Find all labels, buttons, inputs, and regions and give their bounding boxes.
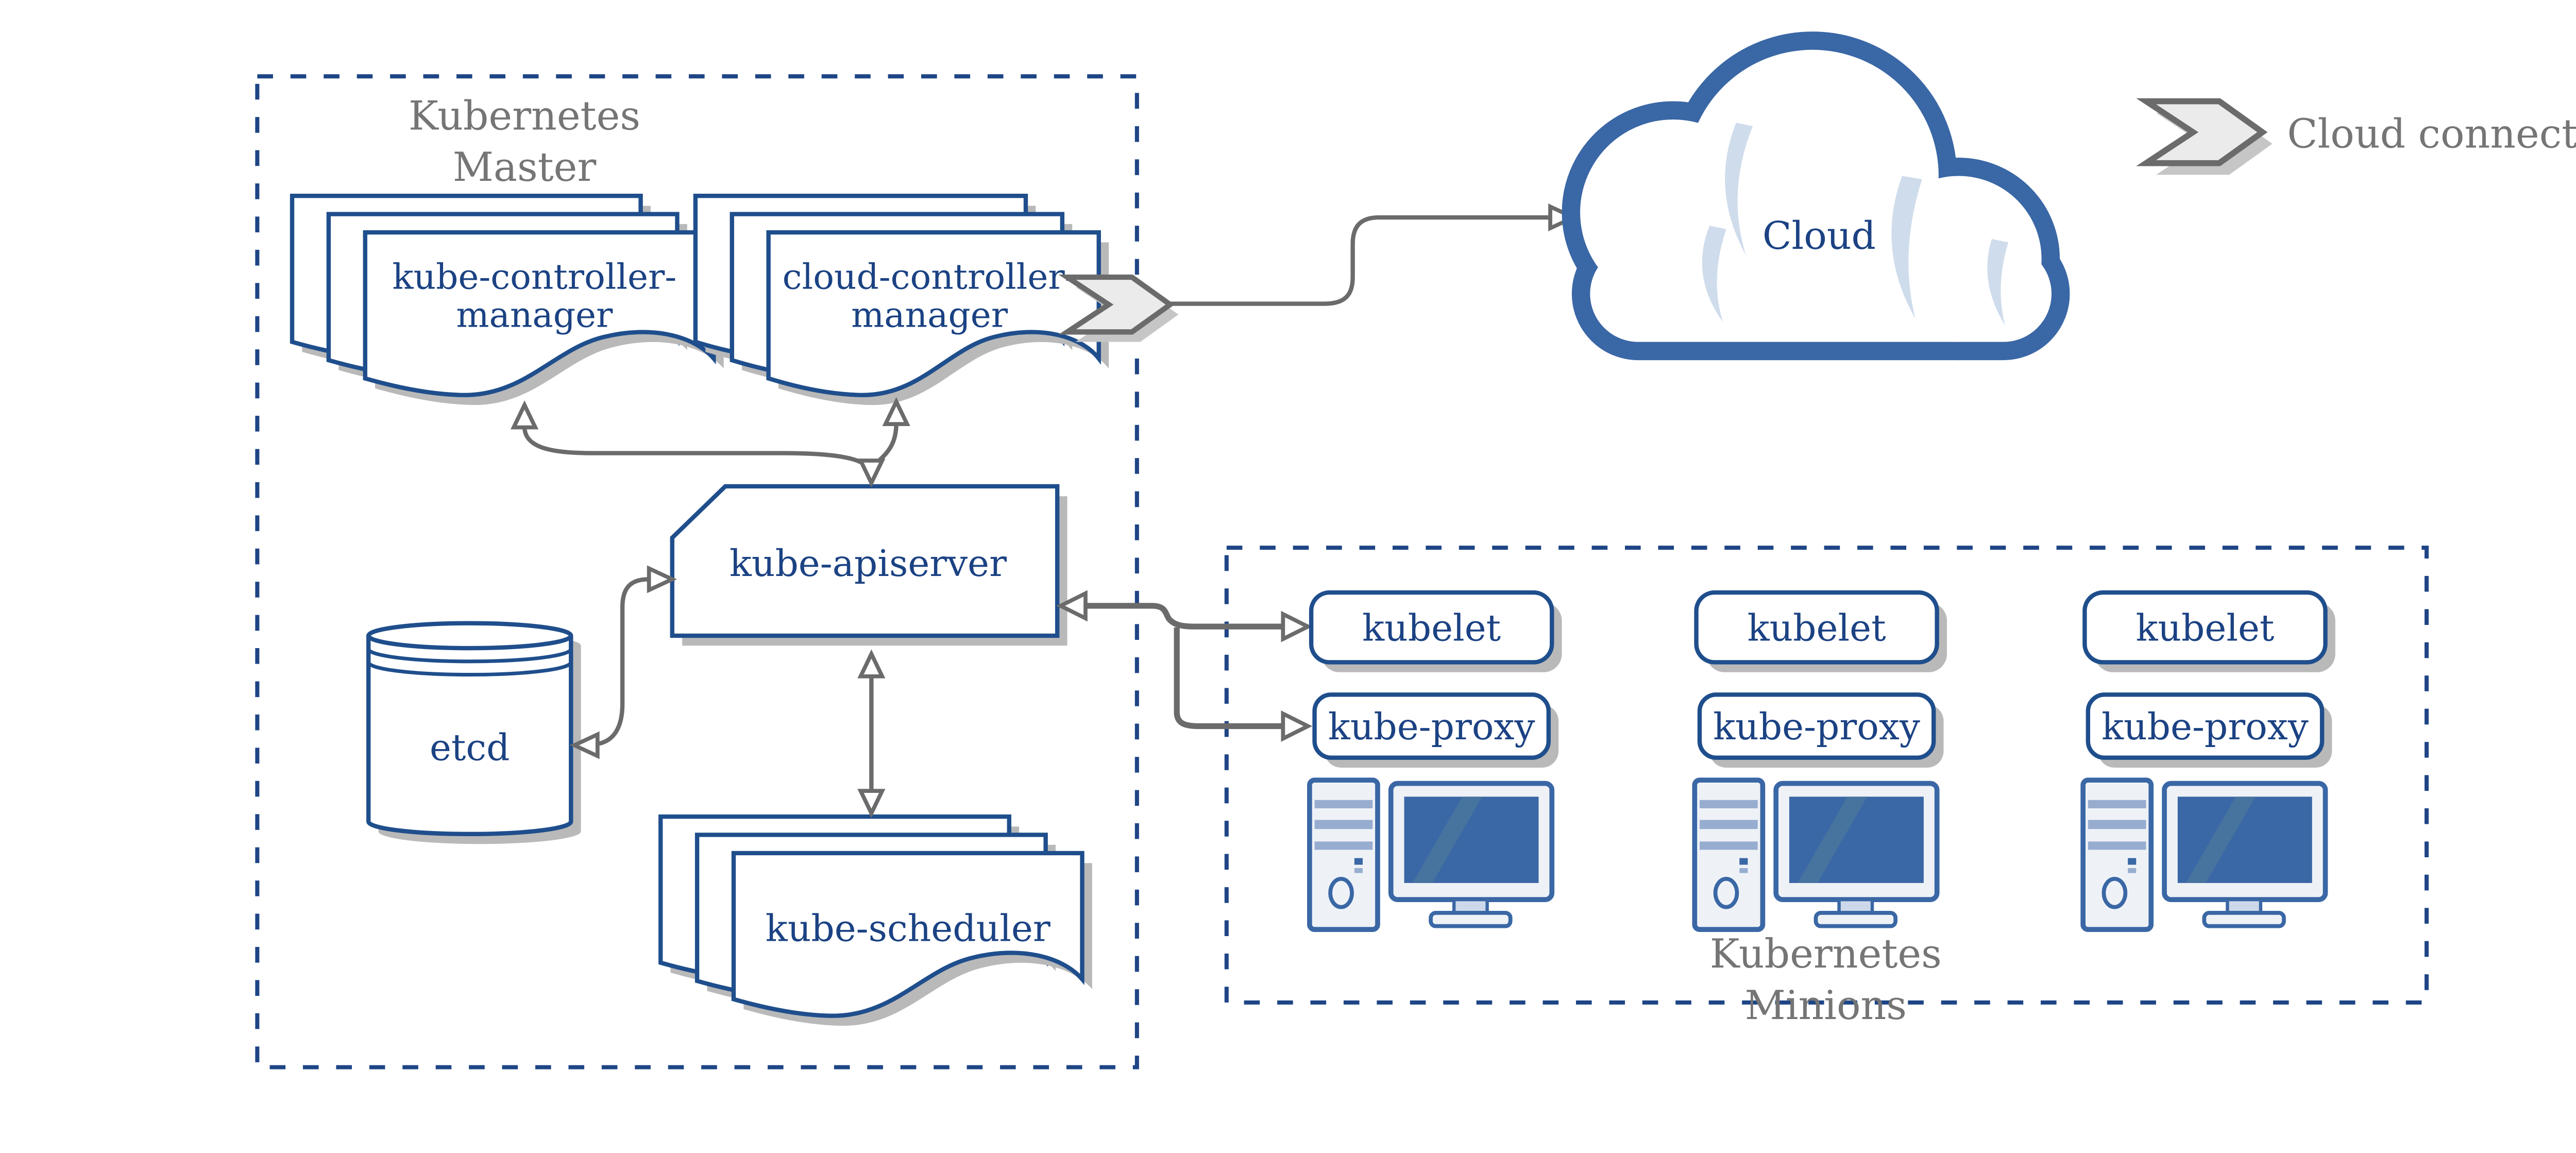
arrowhead-right-kubelet bbox=[1281, 611, 1313, 642]
cloud-connector-icon bbox=[1058, 274, 1179, 342]
arrowhead-right-kube-proxy bbox=[1281, 710, 1313, 742]
kubernetes-architecture-diagram: kube-controller- manager cloud-controlle… bbox=[255, 31, 2576, 1070]
cloud-connector-legend-label: Cloud connector bbox=[2287, 111, 2576, 158]
arrowhead-left-apiserver-right bbox=[1056, 590, 1088, 622]
arrowhead-up-apiserver-bottom bbox=[857, 649, 886, 679]
kube-apiserver-box: kube-apiserver bbox=[670, 484, 1067, 646]
arrowhead-right-apiserver bbox=[647, 565, 677, 594]
minions-group bbox=[1310, 592, 2335, 929]
kube-controller-manager-label-line2: manager bbox=[456, 295, 613, 335]
arrowhead-up-cloud-controller bbox=[882, 397, 910, 426]
kube-scheduler-stack: kube-scheduler bbox=[658, 814, 1092, 1026]
arrowhead-up-controller-manager bbox=[510, 400, 539, 430]
cloud-icon bbox=[1580, 49, 2052, 342]
kube-controller-manager-stack: kube-controller- manager bbox=[290, 193, 724, 405]
worker-node-1 bbox=[1310, 592, 1562, 929]
kube-controller-manager-label-line1: kube-controller- bbox=[393, 257, 677, 297]
worker-node-2 bbox=[1694, 592, 1947, 929]
cloud-controller-manager-stack: cloud-controller- manager bbox=[693, 193, 1109, 405]
diagram-canvas: kube-controller- manager cloud-controlle… bbox=[255, 31, 2576, 1070]
master-boundary bbox=[255, 74, 1139, 1070]
minions-title-line2: Minions bbox=[1745, 982, 1907, 1029]
etcd-label: etcd bbox=[430, 726, 510, 769]
cloud-connector-legend-icon bbox=[2136, 98, 2273, 175]
cloud-crescent-icon bbox=[1702, 123, 2009, 326]
arrowhead-down-scheduler bbox=[857, 789, 886, 818]
cloud-group: Cloud bbox=[1562, 31, 2070, 361]
legend: Cloud connector bbox=[2136, 98, 2576, 175]
minions-title-line1: Kubernetes bbox=[1710, 931, 1942, 977]
master-title-line1: Kubernetes bbox=[409, 93, 640, 139]
minions-boundary bbox=[1224, 546, 2429, 1005]
cloud-label: Cloud bbox=[1762, 214, 1876, 258]
worker-node-3 bbox=[2083, 592, 2335, 929]
kube-scheduler-label: kube-scheduler bbox=[766, 907, 1050, 950]
arrowhead-down-apiserver bbox=[857, 459, 886, 488]
etcd-cylinder: etcd bbox=[366, 621, 581, 844]
master-title-line2: Master bbox=[453, 144, 597, 191]
arrowhead-right-cloud bbox=[1548, 204, 1579, 232]
cloud-controller-manager-label-line2: manager bbox=[851, 295, 1008, 335]
cloud-controller-manager-label-line1: cloud-controller- bbox=[783, 257, 1077, 297]
arrowhead-left-etcd bbox=[569, 731, 600, 759]
connectors bbox=[510, 204, 1579, 818]
kube-apiserver-label: kube-apiserver bbox=[730, 542, 1007, 585]
